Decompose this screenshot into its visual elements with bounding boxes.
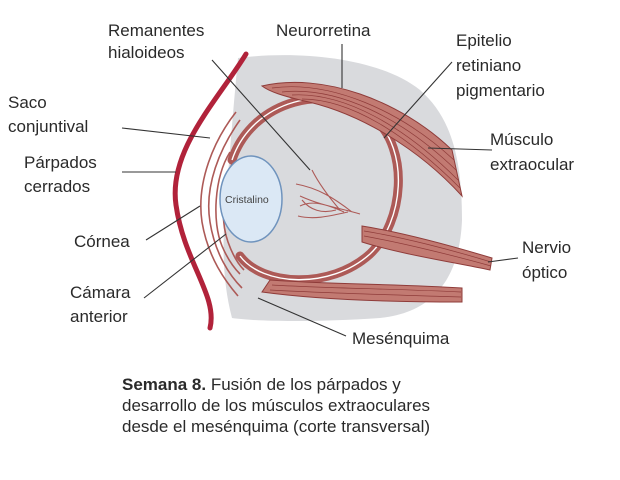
label-remanentes: Remanentes hialoideos (108, 21, 209, 62)
figure-caption: Semana 8. Fusión de los párpados y desar… (122, 374, 592, 437)
label-epitelio-line1: Epitelio (456, 31, 512, 50)
label-neurorretina: Neurorretina (276, 21, 371, 40)
leader-saco (121, 127, 211, 139)
retina-inner-line (231, 97, 400, 281)
label-nervio: Nervio óptico (522, 238, 576, 282)
eyelid-outline (172, 51, 249, 331)
label-saco-line2: conjuntival (8, 117, 88, 136)
caption-line-2: desarrollo de los músculos extraoculares (122, 396, 431, 415)
label-epitelio-line3: pigmentario (456, 81, 545, 100)
eye-development-diagram: Remanentes hialoideos Neurorretina Epite… (8, 21, 576, 348)
label-nervio-line2: óptico (522, 263, 567, 282)
label-cristalino-line1: Cristalino (225, 194, 269, 206)
label-camara: Cámara anterior (70, 283, 135, 326)
label-camara-line2: anterior (70, 307, 128, 326)
leader-epitelio (383, 61, 453, 139)
leader-cornea (145, 205, 201, 241)
optic-nerve-stripes (363, 230, 492, 267)
caption-line-3: desde el mesénquima (corte transversal) (122, 417, 431, 436)
label-neurorretina-line1: Neurorretina (276, 21, 371, 40)
label-musculo-line2: extraocular (490, 155, 574, 174)
label-mesenquima-line1: Mesénquima (352, 329, 450, 348)
inferior-muscle (261, 279, 463, 303)
caption-line-1: Semana 8. Fusión de los párpados y (122, 374, 592, 395)
label-camara-line1: Cámara (70, 283, 131, 302)
cornea (215, 151, 241, 275)
label-cristalino: Cristalino (225, 194, 269, 206)
label-cornea: Córnea (74, 232, 130, 251)
superior-muscle (260, 81, 463, 198)
leader-musculo (427, 147, 493, 151)
leader-lines (121, 44, 519, 337)
label-nervio-line1: Nervio (522, 238, 571, 257)
superior-muscle-stripes (271, 86, 461, 189)
label-remanentes-line1: Remanentes (108, 21, 204, 40)
caption-bold: Semana 8. (122, 375, 207, 394)
leader-mesenquima (257, 297, 347, 337)
caption-line1-text: Fusión de los párpados y (206, 375, 401, 394)
label-epitelio-line2: retiniano (456, 56, 521, 75)
label-parpados-line1: Párpados (24, 153, 97, 172)
inferior-muscle-stripes (269, 284, 462, 298)
label-saco: Saco conjuntival (8, 93, 88, 136)
optic-nerve (361, 225, 493, 271)
conjunctival-sac (200, 111, 239, 297)
lens (219, 155, 283, 243)
label-mesenquima: Mesénquima (352, 329, 450, 348)
label-remanentes-line2: hialoideos (108, 43, 185, 62)
hyaloid-remnants (295, 169, 361, 219)
label-saco-line1: Saco (8, 93, 47, 112)
leader-camara (143, 233, 227, 299)
leader-nervio (487, 257, 519, 263)
label-parpados-line2: cerrados (24, 177, 90, 196)
conjunctival-sac-inner (208, 119, 243, 289)
label-parpados: Párpados cerrados (24, 153, 102, 196)
label-cornea-line1: Córnea (74, 232, 130, 251)
label-epitelio: Epitelio retiniano pigmentario (456, 31, 545, 100)
label-musculo: Músculo extraocular (490, 130, 574, 174)
label-musculo-line1: Músculo (490, 130, 553, 149)
leader-remanentes (211, 59, 311, 171)
